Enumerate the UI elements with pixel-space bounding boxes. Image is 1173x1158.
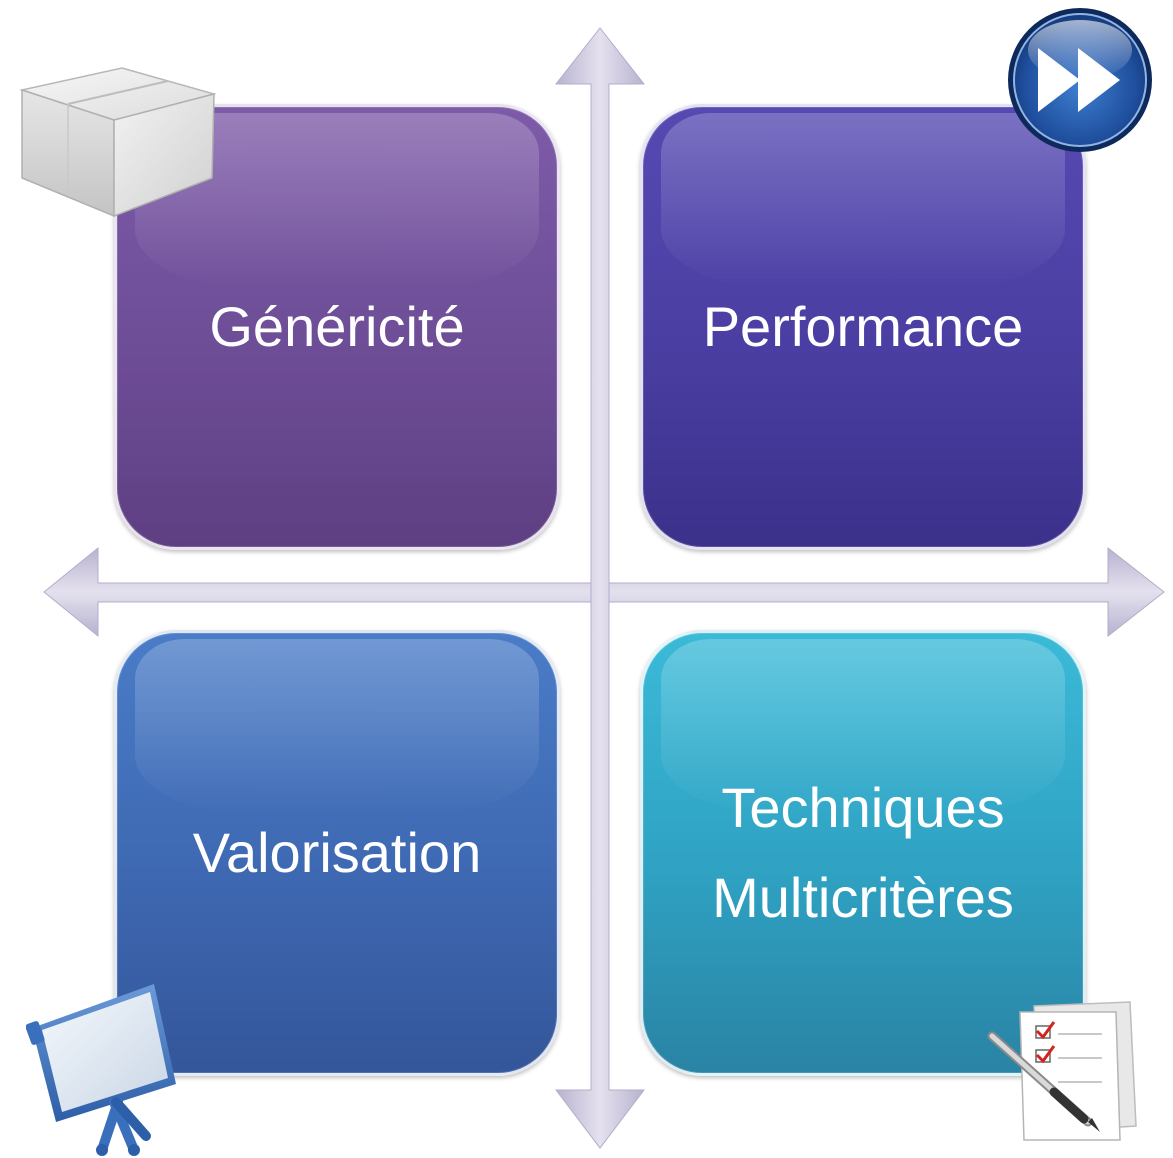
quadrant-performance: Performance [640,104,1086,550]
checklist-icon [987,1001,1137,1141]
quadrant-valorisation: Valorisation [114,630,560,1076]
quadrant-label-valorisation: Valorisation [192,821,482,885]
cardboard-box-icon [19,67,217,218]
quadrant-genericite: Généricité [114,104,560,550]
quadrant-techniques-multicriteres: Techniques Multicritères [640,630,1086,1076]
quadrant-label-genericite: Généricité [209,295,465,359]
quadrant-label-line-2: Multicritères [712,866,1014,929]
quadrant-label-performance: Performance [702,295,1024,359]
quadrant-label-line-1: Techniques [721,776,1005,840]
presentation-board-icon [26,984,176,1156]
quadrant-label-techniques-multicriteres: Techniques Multicritères [712,763,1014,942]
fast-forward-icon [1008,8,1152,152]
vertical-axis-arrow [554,27,646,1149]
